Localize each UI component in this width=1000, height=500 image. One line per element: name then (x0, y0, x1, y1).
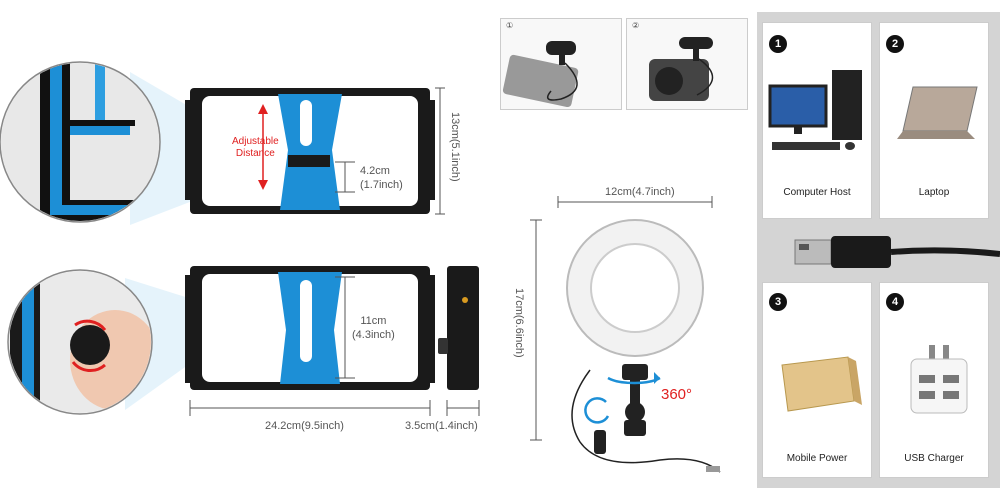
power-bank-icon (781, 356, 862, 412)
number-badge: 1 (769, 35, 787, 53)
mic-camera-card: ② (626, 18, 748, 110)
rig-frame-top (185, 87, 445, 215)
laptop-icon (897, 86, 978, 139)
gap-inch: (1.7inch) (360, 179, 403, 191)
number-badge: 4 (886, 293, 904, 311)
power-item-label: Mobile Power (786, 453, 848, 464)
mic-camera-image (649, 37, 714, 101)
computer-icon (768, 70, 862, 150)
adjustable-text: Adjustable (232, 136, 279, 147)
power-item-laptop: 2 Laptop (879, 22, 989, 219)
ring-width-dimension: 12cm(4.7inch) (605, 186, 675, 198)
power-item-label: USB Charger (904, 453, 964, 464)
rotation-label: 360° (661, 386, 693, 403)
inner-dimension: 11cm (4.3inch) (352, 314, 395, 342)
ring-light-diagram (530, 196, 721, 473)
adjustable-label: Adjustable Distance (232, 136, 279, 160)
zoom-circle-clamp (0, 61, 195, 225)
gap-dimension: 4.2cm (1.7inch) (360, 164, 403, 192)
width-dimension: 24.2cm(9.5inch) (265, 420, 344, 432)
depth-dimension: 3.5cm(1.4inch) (405, 420, 478, 432)
rig-diagram (0, 61, 480, 416)
mic-phone-card: ① (500, 18, 622, 110)
usb-cable-icon (794, 236, 1000, 268)
power-item-computer: 1 Computer Host (762, 22, 872, 219)
rig-frame-bottom (185, 266, 435, 416)
number-badge: 3 (769, 293, 787, 311)
distance-text: Distance (235, 148, 275, 159)
power-item-mobile: 3 Mobile Power (762, 282, 872, 478)
height-dimension: 13cm(5.1inch) (449, 112, 461, 182)
inner-cm: 11cm (360, 315, 387, 327)
power-item-label: Computer Host (783, 187, 851, 198)
step-1-marker: ① (506, 21, 514, 30)
zoom-circle-knob (7, 269, 195, 415)
rig-side-view (438, 266, 480, 416)
power-item-label: Laptop (918, 187, 950, 198)
inner-inch: (4.3inch) (352, 329, 395, 341)
gap-cm: 4.2cm (360, 165, 390, 177)
number-badge: 2 (886, 35, 904, 53)
ring-height-dimension: 17cm(6.6inch) (513, 288, 525, 358)
power-item-charger: 4 USB Charger (879, 282, 989, 478)
mic-phone-image (502, 41, 579, 108)
usb-charger-icon (910, 345, 968, 414)
step-2-marker: ② (632, 21, 640, 30)
